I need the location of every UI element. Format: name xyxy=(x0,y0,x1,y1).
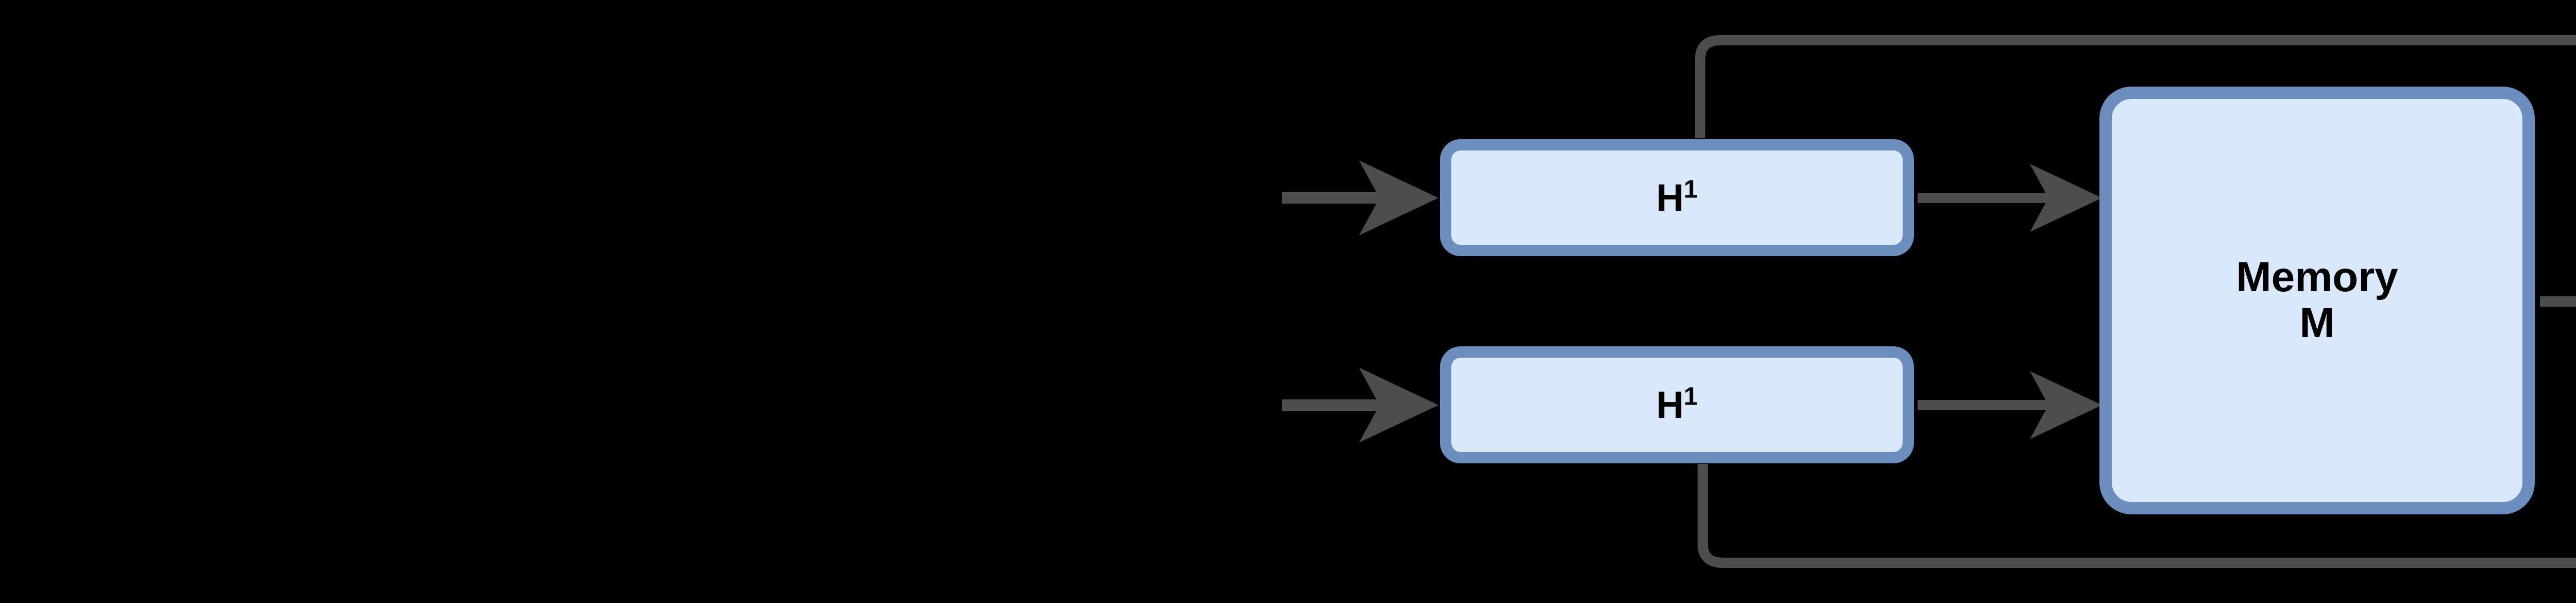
node-h1-top[interactable]: H1 xyxy=(1440,139,1914,256)
node-label-h1-bottom: H1 xyxy=(1656,382,1698,426)
node-h1-bottom[interactable]: H1 xyxy=(1440,346,1914,463)
node-label-h1-top: H1 xyxy=(1656,175,1698,219)
